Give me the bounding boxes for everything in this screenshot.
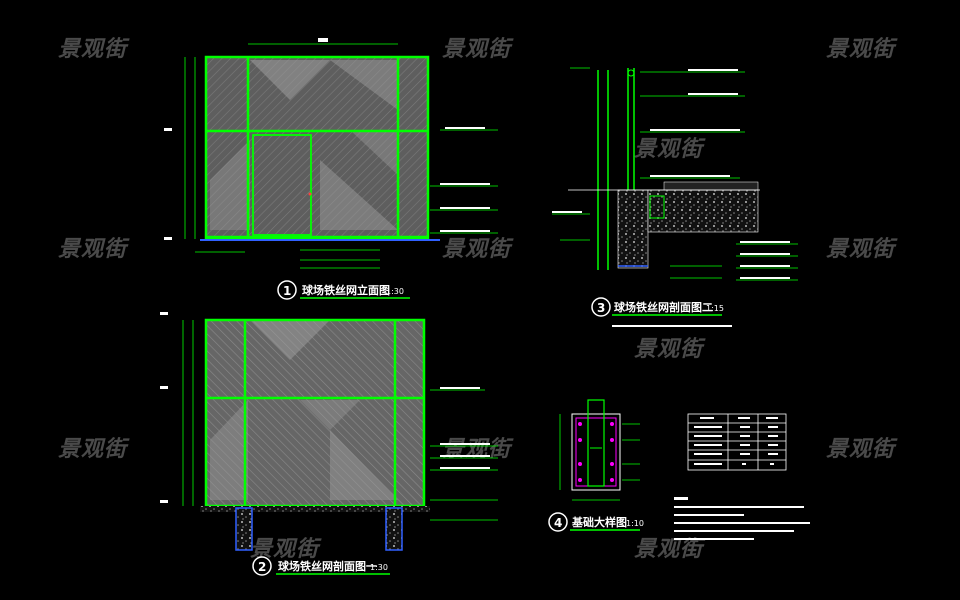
- drawing-number: 2: [258, 560, 266, 574]
- drawing-number: 4: [554, 516, 562, 530]
- drawing-number: 3: [597, 301, 605, 315]
- drawing-title: 基础大样图: [571, 515, 627, 529]
- watermark-text: 景观街: [442, 237, 514, 262]
- drawing-title: 球场铁丝网剖面图一: [278, 559, 377, 573]
- foundation-detail-drawing: 4 基础大样图 1:10: [548, 399, 644, 532]
- drawing-number-badge: [591, 297, 611, 317]
- notes-block: [674, 497, 810, 540]
- drawing-title: 球场铁丝网立面图: [302, 283, 390, 297]
- watermark-text: 景观街: [250, 537, 322, 562]
- drawing-number: 1: [283, 284, 291, 298]
- section-one-drawing: 2 球场铁丝网剖面图一 1:30: [160, 312, 498, 576]
- drawing-scale: 1:30: [370, 563, 388, 572]
- watermark-text: 景观街: [58, 237, 130, 262]
- elevation-drawing: 1 球场铁丝网立面图 1:30: [164, 38, 498, 300]
- drawing-scale: 1:10: [626, 519, 644, 528]
- drawing-scale: 1:15: [706, 304, 724, 313]
- watermark-text: 景观街: [826, 437, 898, 462]
- watermark-text: 景观街: [634, 337, 706, 362]
- watermark-text: 景观街: [58, 37, 130, 62]
- drawing-number-badge: [548, 512, 568, 532]
- drawing-number-badge: [277, 280, 297, 300]
- watermark-text: 景观街: [442, 37, 514, 62]
- watermark-text: 景观街: [634, 137, 706, 162]
- watermarks: 景观街 景观街 景观街 景观街 景观街 景观街 景观街 景观街 景观街 景观街 …: [58, 37, 898, 562]
- section-two-drawing: 3 球场铁丝网剖面图二 1:15: [552, 67, 798, 327]
- drawing-number-badge: [252, 556, 272, 576]
- watermark-text: 景观街: [826, 37, 898, 62]
- watermark-text: 景观街: [58, 437, 130, 462]
- watermark-text: 景观街: [826, 237, 898, 262]
- material-table: [687, 413, 787, 471]
- drawing-scale: 1:30: [386, 287, 404, 296]
- watermark-text: 景观街: [634, 537, 706, 562]
- drawing-title: 球场铁丝网剖面图二: [614, 300, 713, 314]
